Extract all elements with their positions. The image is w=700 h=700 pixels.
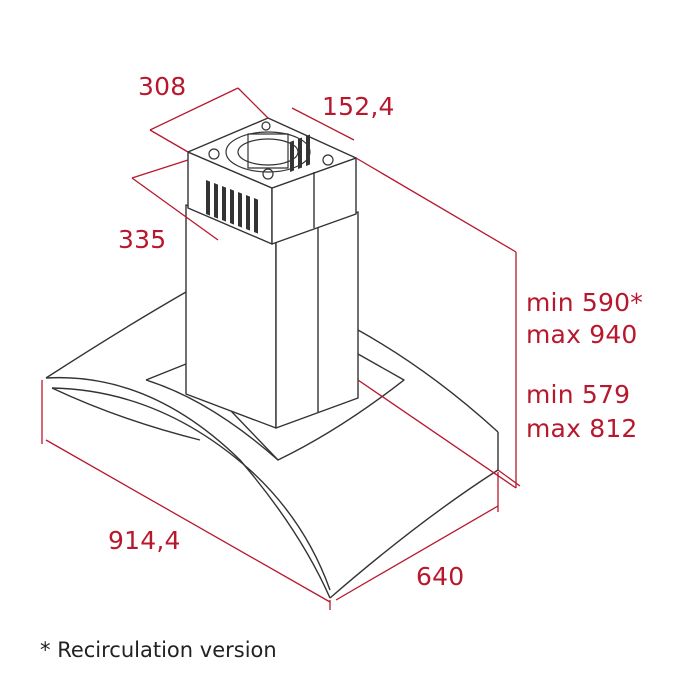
dimension-height-1-max: max 940 (526, 320, 638, 349)
dimension-lines (41, 87, 521, 610)
vent-slot (206, 180, 210, 216)
dim-line-chimney-depth (131, 177, 219, 241)
top-screw-hole (208, 148, 220, 160)
vent-slot (230, 188, 234, 225)
footnote-text: Recirculation version (57, 638, 277, 662)
ext-line (131, 159, 189, 179)
canopy-front-left-curve (45, 376, 331, 599)
dimension-height-2-max: max 812 (526, 414, 638, 443)
dim-line-top-width (149, 87, 239, 131)
ext-line (237, 87, 269, 119)
canopy-recess-front (145, 379, 279, 461)
dim-line-outlet (291, 107, 355, 141)
dim-line-hood-depth (335, 505, 499, 601)
canopy-front-bottom-edge (329, 469, 499, 599)
ext-line-bottom (497, 469, 521, 487)
canopy-top-right-edge (357, 329, 499, 433)
vent-slot (222, 185, 226, 222)
vent-slot (298, 137, 302, 170)
canopy-recess-panel (145, 353, 405, 461)
hood-canopy (45, 291, 499, 599)
chimney-lower-side (275, 211, 359, 429)
vent-slot (290, 140, 294, 172)
vent-slot (246, 195, 250, 231)
recirculation-footnote: * Recirculation version (40, 638, 277, 662)
vent-slot (238, 192, 242, 228)
dimension-hood-width: 914,4 (108, 526, 181, 555)
dimension-top-width: 308 (138, 72, 187, 101)
dim-line-hood-width (45, 439, 331, 603)
canopy-lower-crease (51, 387, 201, 441)
canopy-inner-crease (51, 387, 331, 591)
ext-line-mid (357, 379, 517, 489)
ext-line (149, 129, 189, 153)
dimension-height-2-min: min 579 (526, 380, 631, 409)
vent-slots (206, 134, 310, 234)
vent-slot (254, 197, 258, 234)
vent-slot (214, 183, 218, 219)
canopy-top-left-edge (45, 291, 187, 379)
dimension-hood-depth: 640 (416, 562, 465, 591)
top-screw-hole (261, 121, 271, 131)
outlet-duct-box (247, 133, 289, 169)
dimension-chimney-depth: 335 (118, 225, 167, 254)
chimney (185, 117, 359, 429)
dimension-outlet-diameter: 152,4 (322, 92, 395, 121)
ext-line-top (355, 157, 517, 253)
vent-slot (306, 134, 310, 166)
top-screw-hole (262, 168, 274, 180)
dimension-height-1-min: min 590* (526, 288, 643, 317)
footnote-asterisk: * (40, 638, 51, 662)
top-screw-hole (322, 154, 334, 166)
